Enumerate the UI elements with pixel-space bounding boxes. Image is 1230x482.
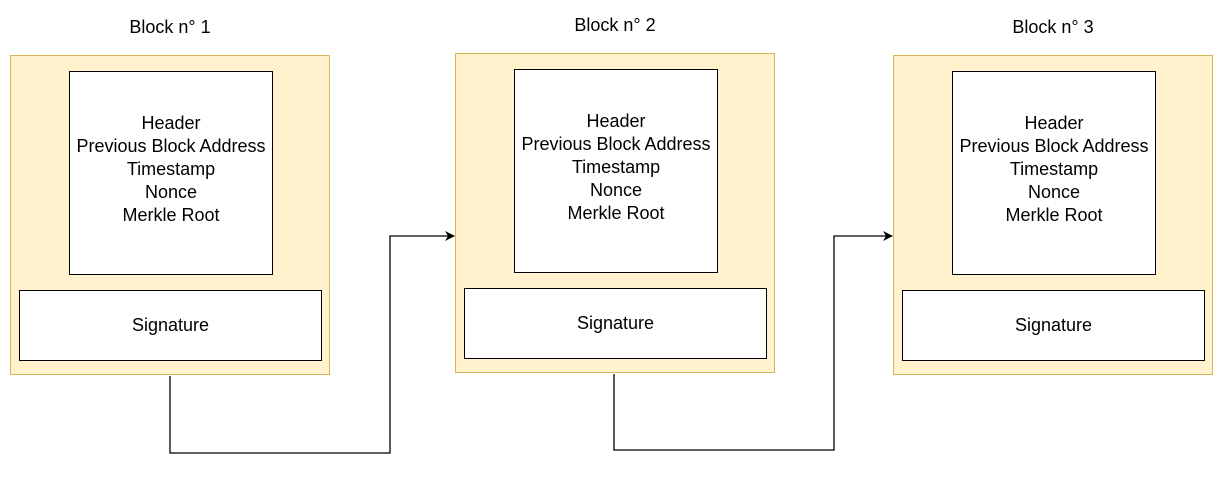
block-3-signature-box: Signature xyxy=(902,290,1205,361)
block-1: Header Previous Block Address Timestamp … xyxy=(10,55,330,375)
block-1-field-previous-block-address: Previous Block Address xyxy=(76,135,266,156)
block-3-title: Block n° 3 xyxy=(1012,17,1094,37)
block-2-field-timestamp: Timestamp xyxy=(571,156,661,177)
block-1-field-nonce: Nonce xyxy=(144,181,198,202)
block-3-field-previous-block-address: Previous Block Address xyxy=(959,135,1149,156)
block-1-title: Block n° 1 xyxy=(129,17,211,37)
connector-block-1-to-block-2 xyxy=(169,231,455,454)
block-2-field-nonce: Nonce xyxy=(589,179,643,200)
block-3-header-box: Header Previous Block Address Timestamp … xyxy=(952,71,1156,275)
block-3-field-header: Header xyxy=(1024,112,1084,133)
block-2-signature-box: Signature xyxy=(464,288,767,359)
block-3-signature-label: Signature xyxy=(1014,315,1093,335)
block-2-signature-label: Signature xyxy=(576,313,655,333)
block-3: Header Previous Block Address Timestamp … xyxy=(893,55,1213,375)
block-2-title: Block n° 2 xyxy=(574,15,656,35)
block-3-field-merkle-root: Merkle Root xyxy=(1005,204,1103,225)
block-1-field-header: Header xyxy=(141,112,201,133)
block-2-field-previous-block-address: Previous Block Address xyxy=(521,133,711,154)
block-2: Header Previous Block Address Timestamp … xyxy=(455,53,775,373)
block-1-signature-label: Signature xyxy=(131,315,210,335)
block-2-field-header: Header xyxy=(586,110,646,131)
block-1-field-timestamp: Timestamp xyxy=(126,158,216,179)
connector-block-2-to-block-3 xyxy=(613,231,893,451)
block-2-field-merkle-root: Merkle Root xyxy=(567,202,665,223)
block-3-field-timestamp: Timestamp xyxy=(1009,158,1099,179)
block-1-header-box: Header Previous Block Address Timestamp … xyxy=(69,71,273,275)
block-1-signature-box: Signature xyxy=(19,290,322,361)
block-2-header-box: Header Previous Block Address Timestamp … xyxy=(514,69,718,273)
block-1-field-merkle-root: Merkle Root xyxy=(122,204,220,225)
block-3-field-nonce: Nonce xyxy=(1027,181,1081,202)
